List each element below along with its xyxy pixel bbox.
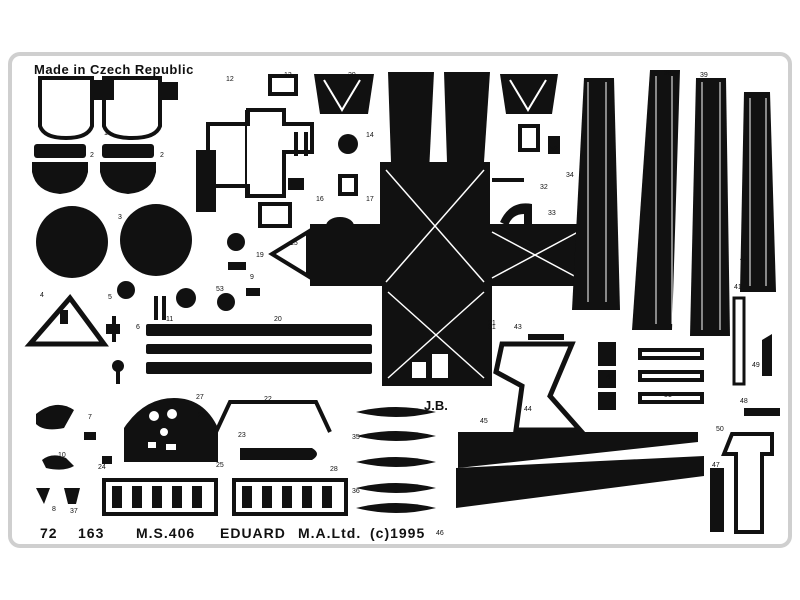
part-seat-pans <box>32 144 156 194</box>
part-long-bars-left <box>146 324 372 374</box>
photo-etch-fret <box>8 52 792 548</box>
part-number: 28 <box>330 466 338 473</box>
part-number: 8 <box>52 506 56 513</box>
part-47 <box>710 468 724 532</box>
part-number: 14 <box>366 132 374 139</box>
part-cross-panel <box>206 108 314 198</box>
part-number: 22 <box>264 396 272 403</box>
part-number: 47 <box>712 462 720 469</box>
footer-set-number: 163 <box>78 525 105 541</box>
part-number: 17 <box>366 196 374 203</box>
footer-maker: EDUARD <box>220 525 286 541</box>
part-arch <box>214 400 332 433</box>
part-number: 12 <box>226 76 234 83</box>
part-narrow-slot <box>732 296 746 386</box>
fret-marking-text: J.B. <box>424 398 448 413</box>
part-number: 24 <box>98 464 106 471</box>
part-small-items <box>106 281 166 384</box>
part-number: 30 <box>420 72 428 79</box>
part-number: 18 <box>368 224 376 231</box>
part-instrument-panel <box>124 398 218 462</box>
part-number: 52 <box>550 146 558 153</box>
part-bottom-long-strips <box>456 432 704 508</box>
part-left-bits <box>36 404 112 504</box>
part-spatula <box>493 334 586 433</box>
part-number: 21 <box>488 320 496 327</box>
part-number: 40 <box>740 256 748 263</box>
part-number: 46 <box>436 530 444 537</box>
part-number: 33 <box>548 210 556 217</box>
part-number: 15 <box>290 240 298 247</box>
part-number: 39 <box>700 72 708 79</box>
part-number: 11 <box>166 316 174 323</box>
part-number: 29 <box>348 72 356 79</box>
part-number: 41 <box>734 284 742 291</box>
part-number: 36 <box>352 488 360 495</box>
part-number: 20 <box>274 316 282 323</box>
part-number: 27 <box>196 394 204 401</box>
footer-scale: 72 <box>40 525 58 541</box>
part-number: 9 <box>250 274 254 281</box>
part-number: 26 <box>198 412 206 419</box>
footer-copyright: (c)1995 <box>370 525 426 541</box>
part-belt-frames <box>102 478 348 516</box>
fret-artwork <box>8 52 792 548</box>
part-number: 25 <box>216 462 224 469</box>
part-number: 48 <box>740 398 748 405</box>
part-horizontal-bars <box>638 348 704 404</box>
part-wheel-discs <box>36 204 192 278</box>
part-number: 16 <box>316 196 324 203</box>
part-long-strips <box>572 70 776 336</box>
part-number: 2 <box>160 152 164 159</box>
part-number: 3 <box>118 214 122 221</box>
part-number: 19 <box>256 252 264 259</box>
fret-header-text: Made in Czech Republic <box>34 62 194 77</box>
part-number: 31 <box>488 324 496 331</box>
part-number: 43 <box>514 324 522 331</box>
part-number: 34 <box>566 172 574 179</box>
part-number: 38 <box>664 70 672 77</box>
part-small-right <box>492 124 560 226</box>
part-number: 7 <box>88 414 92 421</box>
part-number: 53 <box>216 286 224 293</box>
part-number: 51 <box>664 392 672 399</box>
footer-model: M.S.406 <box>136 525 196 541</box>
part-floor-cross <box>268 162 584 386</box>
part-boxes <box>196 74 358 228</box>
part-panel-triangle <box>24 294 109 347</box>
part-number: 49 <box>752 362 760 369</box>
part-number: 13 <box>284 72 292 79</box>
part-small-blocks <box>598 342 616 410</box>
part-seat-backs <box>38 76 178 141</box>
part-number: 42 <box>606 374 614 381</box>
footer-company: M.A.Ltd. <box>298 525 362 541</box>
part-number: 35 <box>352 434 360 441</box>
part-tube <box>240 448 317 460</box>
part-number: 45 <box>480 418 488 425</box>
part-lens-strips <box>356 407 436 513</box>
part-number: 5 <box>108 294 112 301</box>
part-number: 6 <box>136 324 140 331</box>
part-48-49 <box>744 334 780 416</box>
part-number: 32 <box>540 184 548 191</box>
part-number: 1 <box>104 130 108 137</box>
part-number: 4 <box>40 292 44 299</box>
part-number: 44 <box>524 406 532 413</box>
part-number: 50 <box>716 426 724 433</box>
part-number: 23 <box>238 432 246 439</box>
part-number: 37 <box>70 508 78 515</box>
part-column <box>721 432 774 534</box>
part-number: 10 <box>58 452 66 459</box>
part-number: 2 <box>90 152 94 159</box>
